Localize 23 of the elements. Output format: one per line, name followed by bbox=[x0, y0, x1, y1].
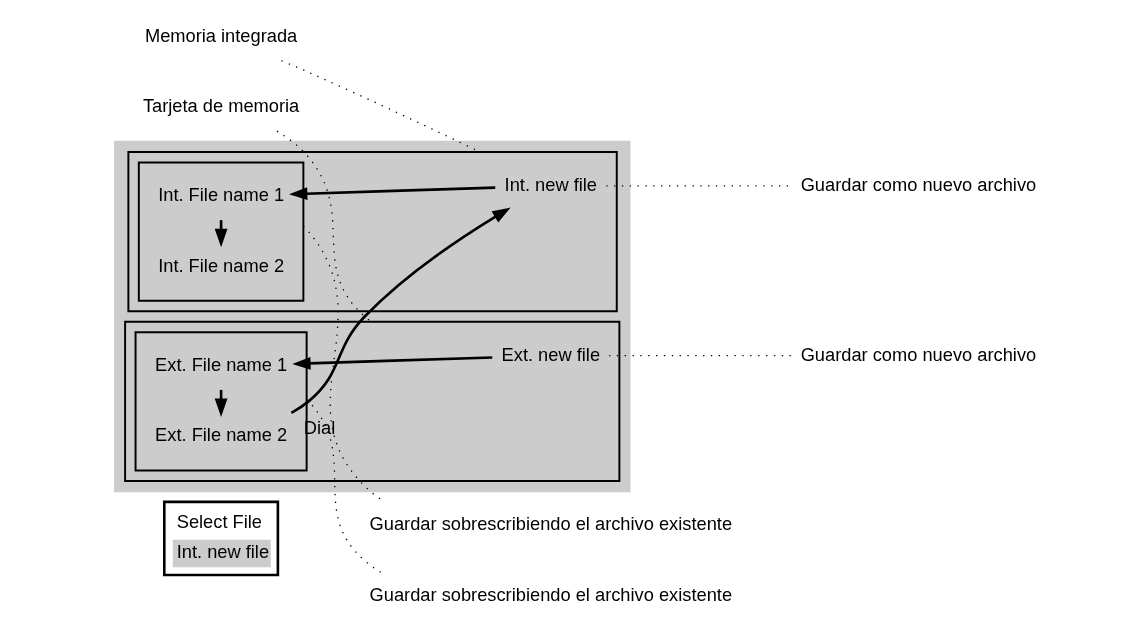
cluster bbox=[114, 140, 631, 493]
arrow bbox=[292, 356, 493, 370]
node-text: Guardar sobrescribiendo el archivo existente bbox=[369, 513, 733, 535]
node-text: Ext. File name 1 bbox=[155, 353, 288, 375]
node-text: Tarjeta de memoria bbox=[142, 95, 300, 117]
node-text: Guardar sobrescribiendo el archivo existente bbox=[369, 583, 733, 605]
cluster bbox=[124, 320, 621, 483]
connector bbox=[608, 355, 794, 357]
node-text: Guardar como nuevo archivo bbox=[800, 343, 1037, 365]
node-text: Ext. new file bbox=[501, 343, 601, 365]
cluster bbox=[137, 161, 305, 302]
arrow bbox=[290, 207, 511, 415]
connector bbox=[305, 398, 382, 574]
arrow bbox=[289, 186, 496, 201]
node-text: Int. new file bbox=[504, 173, 598, 195]
connector bbox=[276, 130, 372, 323]
cluster bbox=[127, 151, 618, 313]
node-text: Ext. File name 2 bbox=[155, 424, 288, 446]
node-text: Int. File name 2 bbox=[158, 254, 285, 276]
node-text: Memoria integrada bbox=[144, 24, 298, 46]
node-text: Int. File name 1 bbox=[158, 184, 285, 206]
node-text: Guardar como nuevo archivo bbox=[800, 173, 1037, 195]
node-box: Select File Int. new file bbox=[163, 500, 280, 577]
